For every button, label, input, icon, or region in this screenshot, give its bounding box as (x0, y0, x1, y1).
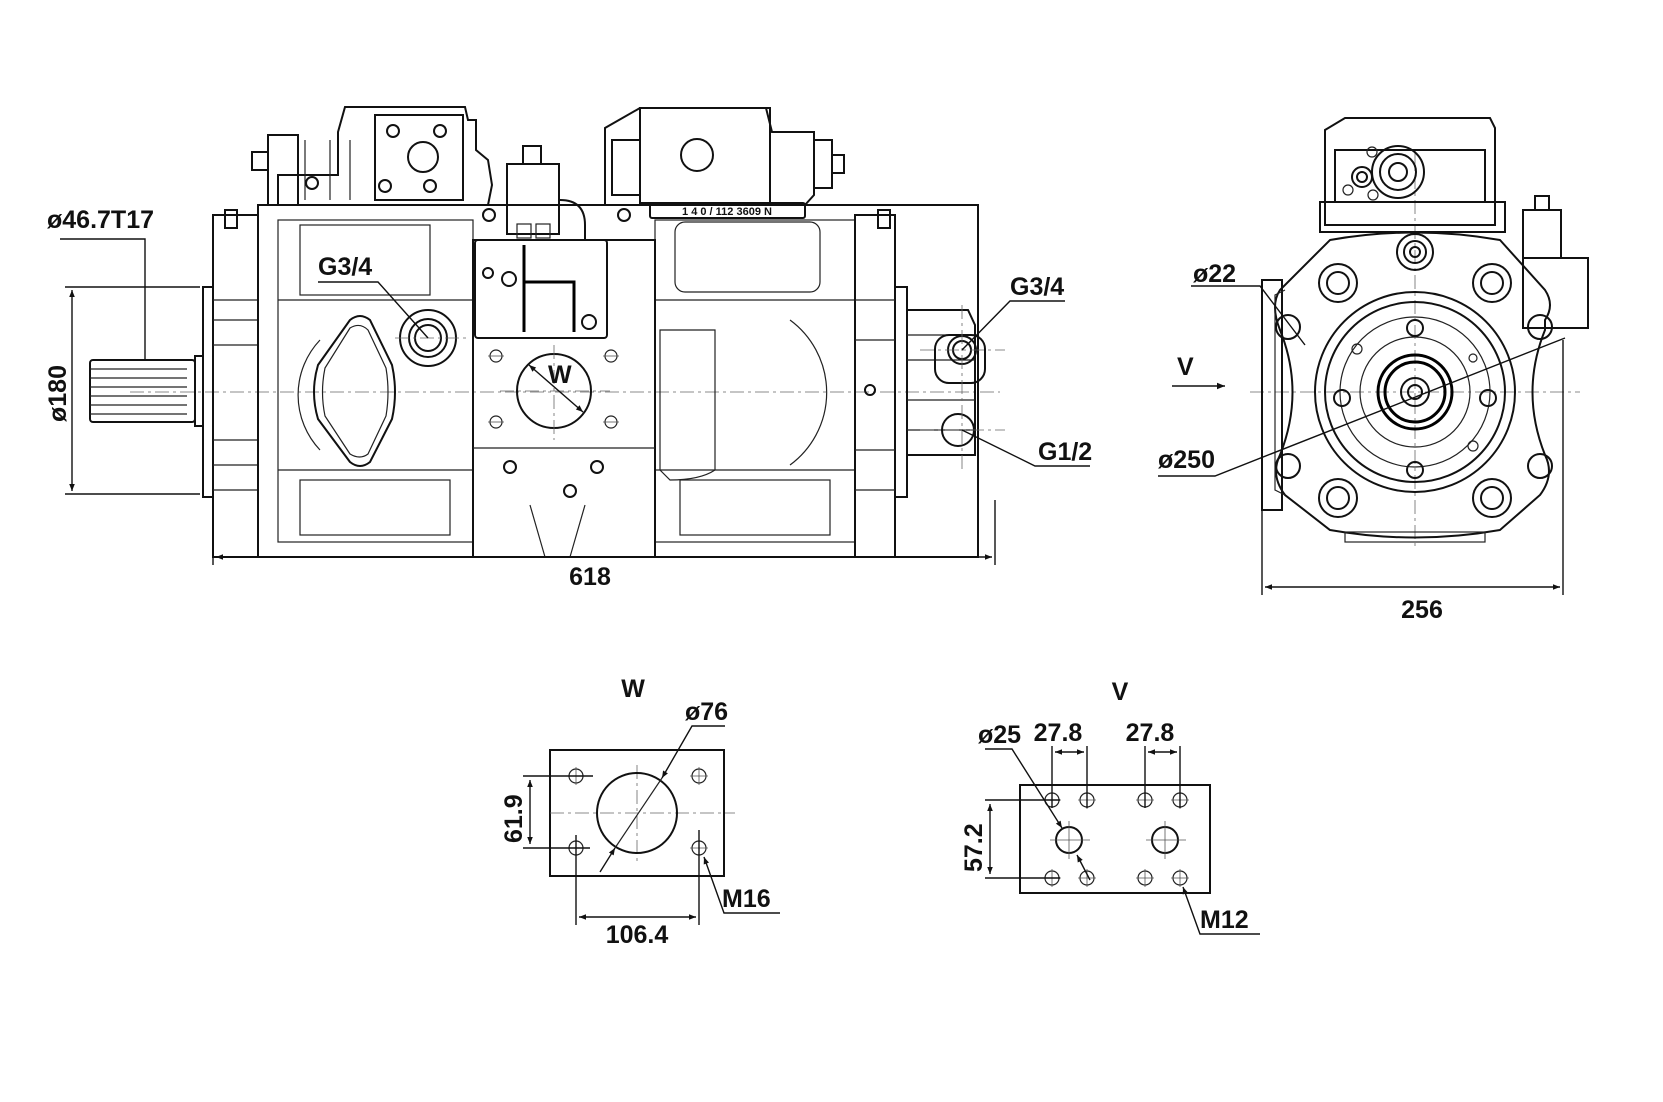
detail-v-bore-label: ø25 (978, 721, 1021, 749)
detail-w-horizontal-label: 106.4 (606, 921, 669, 949)
front-view: V ø22 ø250 256 (1158, 117, 1589, 624)
detail-w-vertical-label: 61.9 (500, 794, 528, 843)
detail-w-bore (596, 772, 678, 854)
right-lower-port-label: G1/2 (1038, 438, 1092, 466)
flange-diameter-dimension: ø180 (44, 286, 200, 495)
nameplate-text: 1 4 0 / 112 3609 N (682, 206, 772, 218)
side-view: 1 4 0 / 112 3609 N ø46.7T17 (44, 106, 1092, 591)
rear-ports (907, 305, 1005, 470)
right-regulator: 1 4 0 / 112 3609 N (604, 107, 845, 219)
length-dimension: 618 (212, 500, 996, 591)
detail-w-bore-label: ø76 (685, 698, 728, 726)
detail-w-thread-label: M16 (722, 885, 771, 913)
left-port (395, 309, 470, 367)
detail-v: V ø25 27.8 2 (960, 678, 1260, 935)
bolt-hole-label: ø22 (1193, 260, 1236, 288)
solenoid-valve (482, 145, 631, 240)
left-port-callout: G3/4 (318, 253, 429, 339)
width-dimension: 256 (1261, 340, 1564, 624)
detail-v-spacing-right-label: 27.8 (1126, 719, 1175, 747)
bolt-hole-callout: ø22 (1191, 260, 1306, 346)
width-label: 256 (1401, 596, 1443, 624)
section-w-mark: W (548, 361, 572, 389)
view-v-arrow: V (1172, 353, 1225, 390)
nameplate (649, 202, 806, 219)
flange-diameter-label: ø180 (44, 365, 72, 422)
left-regulator (251, 106, 494, 206)
pilot-diameter-label: ø250 (1158, 446, 1215, 474)
detail-v-spacing-left-label: 27.8 (1034, 719, 1083, 747)
detail-w: W ø76 61.9 106.4 M16 (500, 675, 780, 949)
front-flange (202, 209, 259, 558)
left-port-label: G3/4 (318, 253, 372, 281)
right-port-callouts: G3/4 G1/2 (961, 273, 1092, 467)
splined-shaft (89, 355, 204, 427)
detail-w-title: W (621, 675, 645, 703)
center-block (472, 239, 656, 558)
shaft-dimension: ø46.7T17 (47, 206, 154, 360)
view-v-label: V (1177, 353, 1194, 381)
detail-v-title: V (1112, 678, 1129, 706)
shaft-label: ø46.7T17 (47, 206, 154, 234)
detail-v-vertical-label: 57.2 (960, 823, 988, 872)
right-upper-port-label: G3/4 (1010, 273, 1064, 301)
pilot-diameter-callout: ø250 (1158, 337, 1566, 477)
length-label: 618 (569, 563, 611, 591)
detail-v-plate (1019, 784, 1211, 894)
detail-v-thread-label: M12 (1200, 906, 1249, 934)
front-flange-body (1261, 231, 1553, 543)
